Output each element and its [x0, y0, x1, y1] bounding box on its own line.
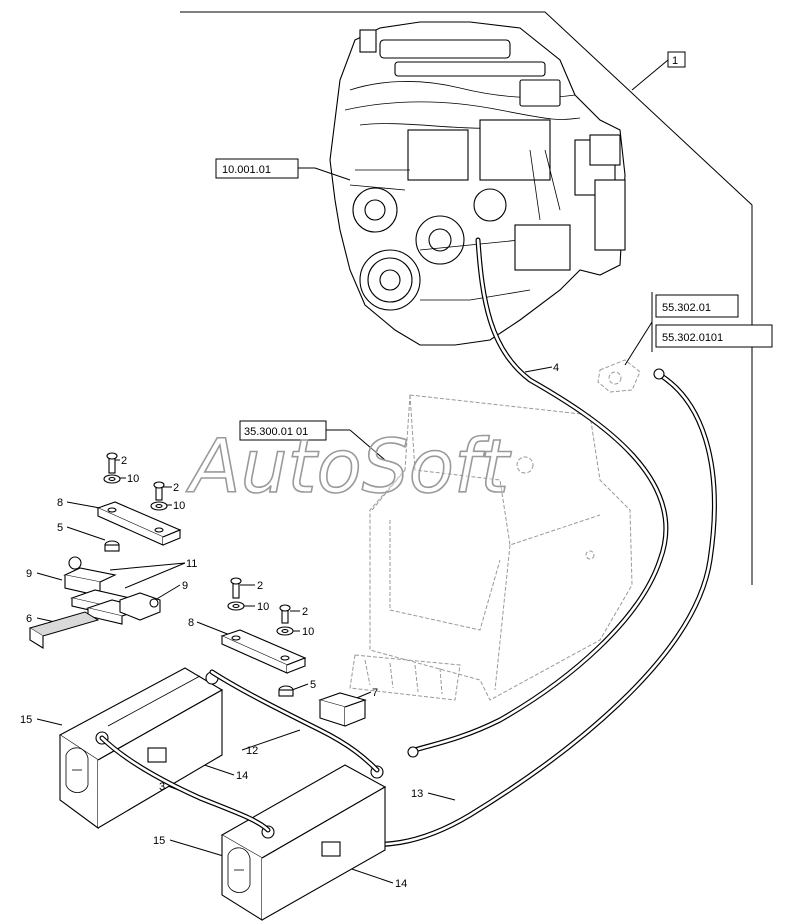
main-group-label: 1 [672, 55, 678, 67]
callout-10a: 10 [127, 473, 139, 485]
cable-4 [407, 237, 669, 758]
callout-2b: 2 [173, 482, 179, 494]
callout-9a: 9 [26, 568, 32, 580]
callout-14b: 14 [395, 878, 407, 890]
battery-cables [99, 669, 380, 833]
fuel-tank-phantom [349, 394, 633, 701]
callout-12: 12 [246, 745, 258, 757]
callout-10d: 10 [302, 626, 314, 638]
starter-ref-b-label: 55.302.0101 [662, 332, 723, 344]
engine-reference: 10.001.01 [215, 158, 351, 181]
callout-numbers: 4 2 10 2 10 8 5 11 9 9 6 2 10 2 10 8 5 7… [20, 362, 559, 890]
watermark: AutoSoft [186, 424, 512, 510]
lower-bracket-group [220, 577, 367, 727]
callout-6: 6 [26, 613, 32, 625]
callout-10b: 10 [173, 500, 185, 512]
callout-8a: 8 [57, 497, 63, 509]
callout-4: 4 [553, 362, 559, 374]
callout-15a: 15 [20, 714, 32, 726]
callout-2c: 2 [257, 580, 263, 592]
callout-5b: 5 [310, 679, 316, 691]
engine-ref-label: 10.001.01 [222, 164, 271, 176]
battery-1 [58, 667, 224, 830]
callout-3: 3 [159, 781, 165, 793]
callout-15b: 15 [153, 835, 165, 847]
callout-2d: 2 [302, 606, 308, 618]
starter-reference: 55.302.01 55.302.0101 [597, 292, 773, 393]
callout-14a: 14 [236, 770, 248, 782]
callout-5a: 5 [57, 522, 63, 534]
starter-ref-a-label: 55.302.01 [662, 302, 711, 314]
callout-8b: 8 [188, 617, 194, 629]
callout-10c: 10 [257, 601, 269, 613]
callout-13: 13 [411, 788, 423, 800]
battery-2 [220, 764, 387, 921]
engine-drawing [329, 21, 626, 346]
upper-bracket-group [28, 452, 182, 649]
callout-2a: 2 [121, 455, 127, 467]
main-group-bracket: 1 [180, 11, 753, 585]
fuel-tank-reference: 35.300.01 01 [239, 420, 386, 461]
callout-9b: 9 [182, 580, 188, 592]
fuel-tank-ref-label: 35.300.01 01 [244, 426, 308, 438]
callout-11: 11 [186, 558, 197, 570]
callout-7: 7 [372, 687, 378, 699]
